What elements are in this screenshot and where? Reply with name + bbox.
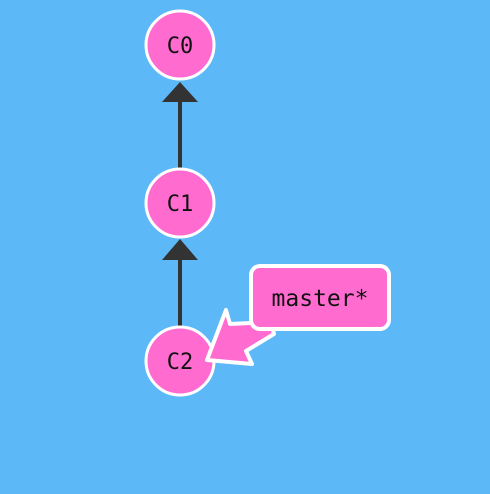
commit-circle-c0[interactable] <box>144 9 216 81</box>
edge-c2-c1 <box>162 239 198 326</box>
branch-master[interactable]: master* <box>205 264 391 366</box>
commit-circle-c1[interactable] <box>144 167 216 239</box>
edge-c1-c0-arrowhead <box>162 82 198 102</box>
commit-label-c1: C1 <box>167 192 194 217</box>
commit-node-c2[interactable]: C2 <box>144 325 216 397</box>
edge-c2-c1-arrowhead <box>162 239 198 260</box>
commit-node-c0[interactable]: C0 <box>144 9 216 81</box>
commit-label-c0: C0 <box>167 34 194 59</box>
commit-label-c2: C2 <box>167 350 194 375</box>
branch-label-text: master* <box>272 286 369 312</box>
commit-node-c1[interactable]: C1 <box>144 167 216 239</box>
branch-label-box[interactable] <box>249 264 391 331</box>
edge-c1-c0 <box>162 82 198 168</box>
